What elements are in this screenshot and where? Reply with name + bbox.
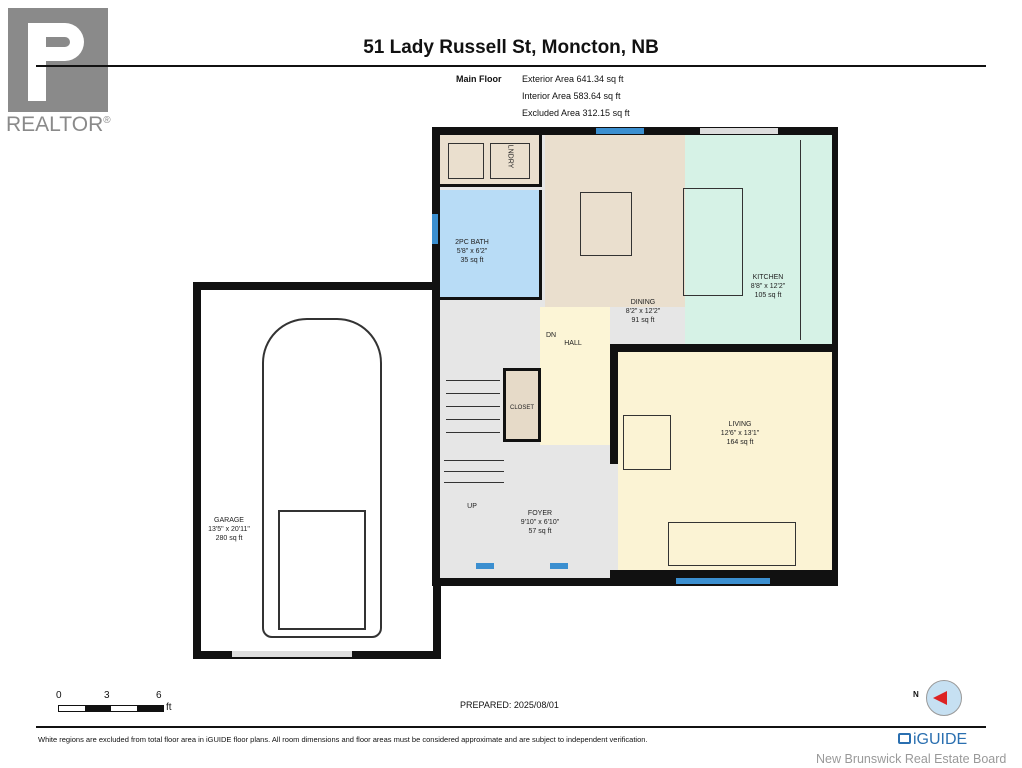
iguide-logo: iGUIDE [898,731,967,749]
stairs-up [444,450,504,492]
excluded-area: Excluded Area 312.15 sq ft [522,108,630,118]
living-wall [610,344,618,464]
kitchen-wall [610,344,838,352]
car-outline [262,318,382,638]
hall-room [540,307,610,445]
page-title: 51 Lady Russell St, Moncton, NB [363,37,659,58]
window [476,563,494,569]
prepared-date: PREPARED: 2025/08/01 [460,700,559,710]
hall-dn: DN [545,332,557,339]
disclaimer: White regions are excluded from total fl… [38,735,648,744]
realtor-text: REALTOR [6,113,104,136]
car-bed [278,510,366,630]
kitchen-counter [800,140,833,340]
exterior-area: Exterior Area 641.34 sq ft [522,74,624,84]
window [596,128,644,134]
scale-tick-3: 3 [104,690,110,701]
window [550,563,568,569]
scale-bar [58,705,164,712]
hall-label: HALL [564,340,582,347]
laundry-label: LNDRY [506,144,514,169]
bath-room [440,190,542,300]
dining-table [580,192,632,256]
realtor-wordmark: REALTOR® [6,113,111,137]
camera-icon [898,733,911,744]
window [676,578,770,584]
scale-tick-6: 6 [156,690,162,701]
scale-tick-0: 0 [56,690,62,701]
foyer-up: UP [467,503,477,510]
living-room [618,352,832,578]
kitchen-island [683,188,743,296]
dining-room [545,135,685,307]
armchair [623,415,671,470]
kitchen-room [685,135,832,345]
footer-rule [36,726,986,728]
sofa [668,522,796,566]
garage-door [232,651,352,657]
board-watermark: New Brunswick Real Estate Board [816,752,1007,766]
compass-icon [926,680,962,716]
stairs [446,368,500,438]
window [432,214,438,244]
compass-label: N [913,690,919,699]
floor-name: Main Floor [456,74,502,84]
registered-mark: ® [103,115,111,126]
closet-label: CLOSET [509,405,535,411]
scale-unit: ft [166,702,172,713]
closet-room [503,368,541,442]
interior-area: Interior Area 583.64 sq ft [522,91,621,101]
title-rule [36,65,986,67]
realtor-logo [8,8,108,112]
window [700,128,778,134]
garage-room [193,282,441,659]
